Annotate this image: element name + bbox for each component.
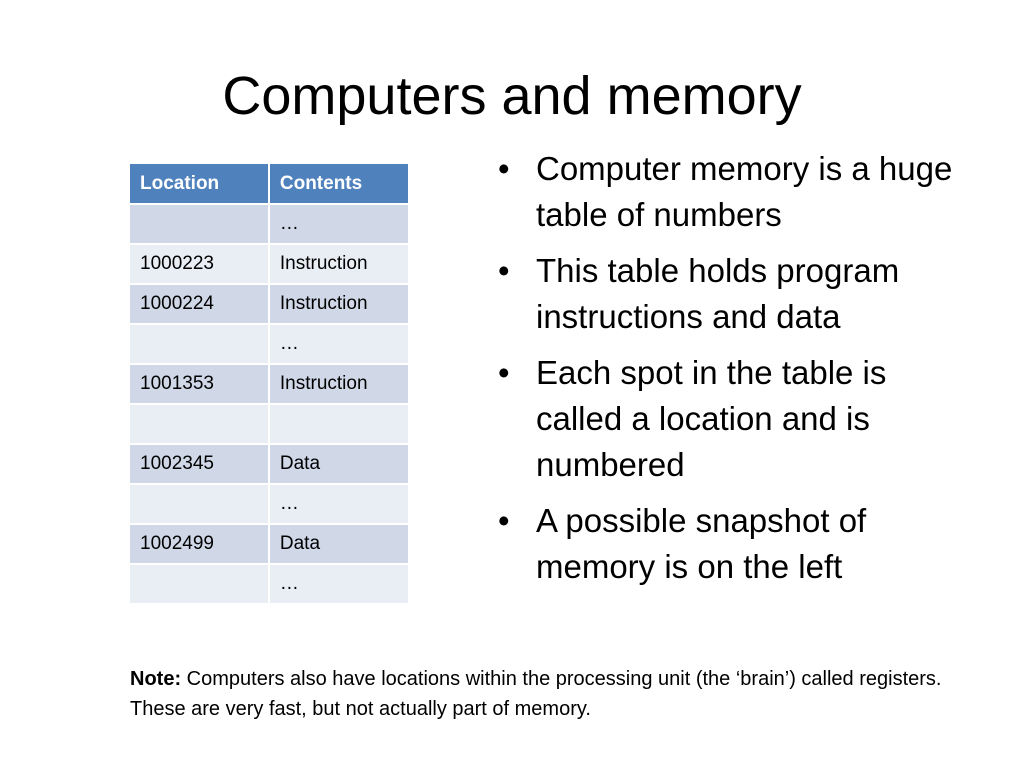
table-row: 1000224 Instruction [128, 283, 411, 325]
contents-cell [267, 403, 411, 445]
footnote: Note: Computers also have locations with… [130, 664, 950, 724]
note-label: Note: [130, 668, 182, 690]
location-cell [128, 323, 270, 365]
bullet-text: This table holds program instructions an… [536, 252, 900, 335]
location-cell: 1000224 [128, 283, 270, 325]
contents-cell: … [267, 203, 411, 245]
table-row: 1001353 Instruction [128, 363, 411, 405]
location-cell [128, 203, 270, 245]
table-row: 1002345 Data [128, 443, 411, 485]
location-cell [128, 563, 270, 605]
location-cell: 1001353 [128, 363, 270, 405]
bullet-icon: • [498, 502, 510, 539]
bullet-icon: • [498, 354, 510, 391]
table-row: … [128, 203, 411, 245]
bullet-item: • Computer memory is a huge table of num… [494, 146, 964, 238]
bullet-item: • This table holds program instructions … [494, 248, 964, 340]
location-cell [128, 403, 270, 445]
table-row: 1002499 Data [128, 523, 411, 565]
bullet-icon: • [498, 150, 510, 187]
bullet-text: A possible snapshot of memory is on the … [536, 502, 867, 585]
table-row [128, 403, 411, 445]
header-contents: Contents [267, 162, 411, 205]
location-cell [128, 483, 270, 525]
bullet-item: • A possible snapshot of memory is on th… [494, 498, 964, 590]
contents-cell: Data [267, 443, 411, 485]
bullet-text: Each spot in the table is called a locat… [536, 354, 887, 483]
note-text: Computers also have locations within the… [130, 668, 942, 720]
header-location: Location [128, 162, 270, 205]
contents-cell: … [267, 483, 411, 525]
bullet-item: • Each spot in the table is called a loc… [494, 350, 964, 488]
memory-table: Location Contents … 1000223 Instruction … [128, 162, 411, 605]
table-row: … [128, 563, 411, 605]
contents-cell: … [267, 323, 411, 365]
slide-title: Computers and memory [222, 66, 802, 126]
bullet-text: Computer memory is a huge table of numbe… [536, 150, 953, 233]
table-row: … [128, 323, 411, 365]
contents-cell: Instruction [267, 243, 411, 285]
contents-cell: Instruction [267, 363, 411, 405]
bullet-list: • Computer memory is a huge table of num… [494, 146, 964, 600]
location-cell: 1002345 [128, 443, 270, 485]
bullet-icon: • [498, 252, 510, 289]
table-header-row: Location Contents [128, 162, 411, 205]
contents-cell: Instruction [267, 283, 411, 325]
location-cell: 1002499 [128, 523, 270, 565]
contents-cell: … [267, 563, 411, 605]
table-row: 1000223 Instruction [128, 243, 411, 285]
location-cell: 1000223 [128, 243, 270, 285]
contents-cell: Data [267, 523, 411, 565]
table-row: … [128, 483, 411, 525]
